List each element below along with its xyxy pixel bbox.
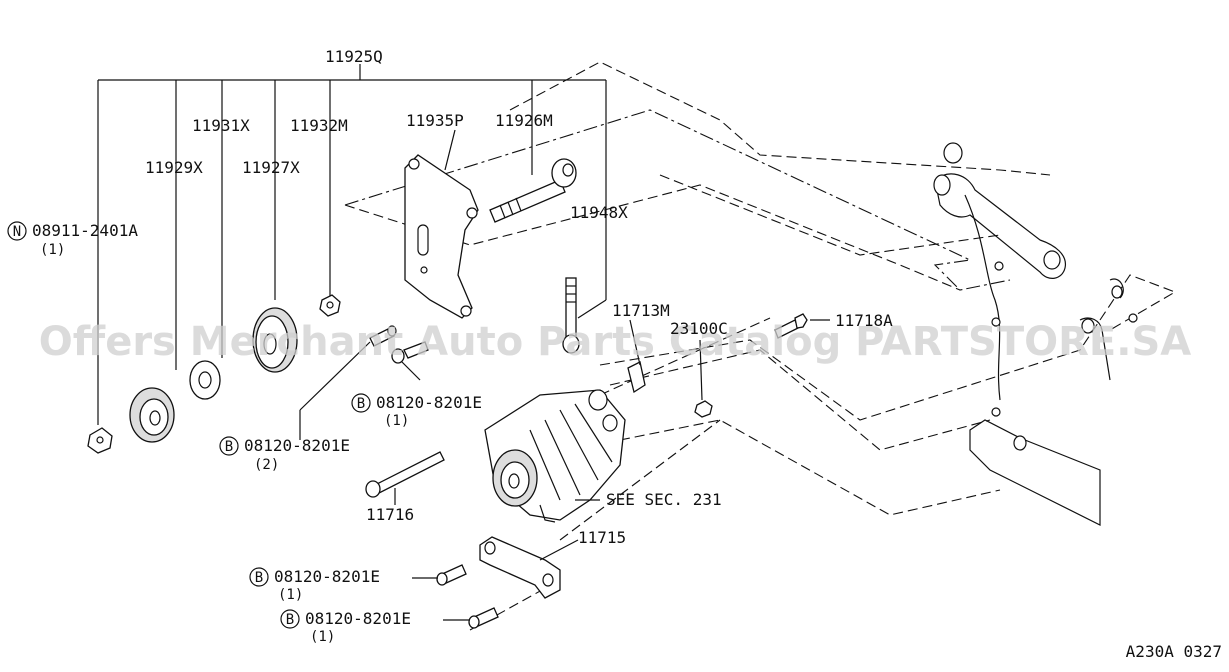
bolt-lower-2 xyxy=(468,607,499,629)
long-bolt-11926m xyxy=(489,158,577,223)
stud-11948x xyxy=(562,277,580,354)
nut-23100c xyxy=(694,400,713,418)
prefix-circle-bolt3 xyxy=(249,567,269,587)
spacer-11929x xyxy=(129,387,175,443)
label-11718a: 11718A xyxy=(835,311,893,330)
label-11932m: 11932M xyxy=(290,116,348,135)
label-08120-8201e-4: 08120-8201E xyxy=(305,609,411,628)
label-11931x: 11931X xyxy=(192,116,250,135)
label-11925q: 11925Q xyxy=(325,47,383,66)
clip-11713m xyxy=(627,361,646,394)
small-bolt-upper xyxy=(369,325,397,347)
prefix-circle-08911 xyxy=(7,221,27,241)
prefix-bolt3: B xyxy=(255,570,263,586)
assembly-leader-lines xyxy=(97,64,607,425)
small-bolt-lower xyxy=(391,341,429,364)
prefix-bolt4: B xyxy=(286,612,294,628)
nut-11932m xyxy=(319,294,341,317)
prefix-bolt1: B xyxy=(357,396,365,412)
label-23100c: 23100C xyxy=(670,319,728,338)
phantom-outlines xyxy=(344,61,1177,631)
label-11716: 11716 xyxy=(366,505,414,524)
label-see-sec-231: SEE SEC. 231 xyxy=(606,490,722,509)
bolt-lower-1 xyxy=(436,564,467,586)
label-11715: 11715 xyxy=(578,528,626,547)
label-08120-8201e-3: 08120-8201E xyxy=(274,567,380,586)
prefix-circle-bolt4 xyxy=(280,609,300,629)
prefix-circle-bolt1 xyxy=(351,393,371,413)
label-11713m: 11713M xyxy=(612,301,670,320)
watermark-text: Offers Merchant Auto Parts Catalog PARTS… xyxy=(39,319,1191,365)
label-11948x: 11948X xyxy=(570,203,628,222)
label-11929x: 11929X xyxy=(145,158,203,177)
qty-08911: (1) xyxy=(40,242,65,258)
label-11927x: 11927X xyxy=(242,158,300,177)
adjusting-bracket xyxy=(404,154,479,319)
alternator xyxy=(484,389,626,523)
long-bolt-11716 xyxy=(365,451,445,498)
washer-11931x xyxy=(189,360,221,400)
bracket-11715 xyxy=(479,536,561,599)
label-08120-8201e-1: 08120-8201E xyxy=(376,393,482,412)
qty-bolt3: (1) xyxy=(278,587,303,603)
prefix-circle-bolt2 xyxy=(219,436,239,456)
qty-bolt2: (2) xyxy=(254,457,279,473)
engine-mount-bracket xyxy=(933,142,1138,526)
nut-08911 xyxy=(87,427,113,454)
label-11935p: 11935P xyxy=(406,111,464,130)
label-08911-2401a: 08911-2401A xyxy=(32,221,138,240)
idler-pulley xyxy=(252,307,298,373)
label-08120-8201e-2: 08120-8201E xyxy=(244,436,350,455)
callout-leaders xyxy=(299,319,830,621)
qty-bolt4: (1) xyxy=(310,629,335,645)
bolt-11718a xyxy=(774,313,808,339)
qty-bolt1: (1) xyxy=(384,413,409,429)
diagram-code: A230A 0327 xyxy=(1126,642,1222,661)
prefix-bolt2: B xyxy=(225,439,233,455)
prefix-08911: N xyxy=(13,224,21,240)
label-11926m: 11926M xyxy=(495,111,553,130)
